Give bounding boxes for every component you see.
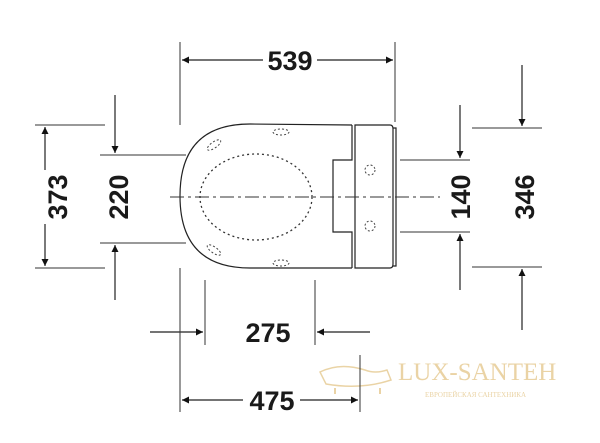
dimension-140: 140 [400,105,476,290]
svg-text:220: 220 [104,174,134,219]
svg-text:475: 475 [249,386,294,416]
watermark-brand: LUX-SANTEH [398,359,556,386]
dimension-275: 275 [150,280,370,348]
watermark-tagline: ЕВРОПЕЙСКАЯ САНТЕХНИКА [425,391,526,399]
svg-text:140: 140 [446,174,476,219]
watermark-logo: LUX-SANTEH ЕВРОПЕЙСКАЯ САНТЕХНИКА [318,359,556,399]
dimension-220: 220 [100,95,186,300]
dimension-373: 373 [35,125,105,268]
dimension-475: 475 [180,300,360,416]
svg-text:373: 373 [43,174,73,219]
dimension-346: 346 [472,65,542,330]
svg-text:346: 346 [510,174,540,219]
svg-text:275: 275 [245,318,290,348]
svg-text:539: 539 [267,46,312,76]
seat-outline [170,123,440,269]
dimension-539: 539 [180,42,395,122]
